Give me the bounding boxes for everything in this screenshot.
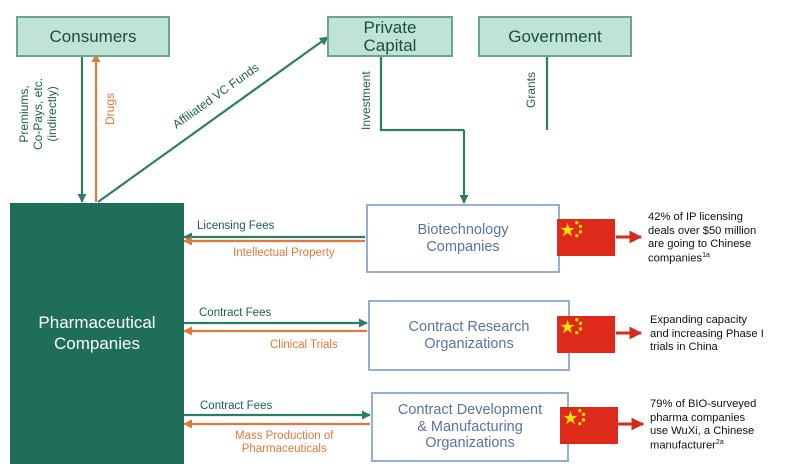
biotech-note-line1: 42% of IP licensing — [648, 211, 743, 223]
biotech-node: Biotechnology Companies — [366, 204, 560, 273]
biotech-label-line2: Companies — [426, 238, 500, 255]
consumers-label: Consumers — [49, 26, 137, 46]
government-label: Government — [508, 26, 602, 46]
cro-node: Contract Research Organizations — [368, 300, 570, 371]
china-flag-icon — [557, 316, 615, 353]
cro-note: Expanding capacity and increasing Phase … — [650, 314, 764, 355]
china-flag-icon — [560, 407, 618, 444]
biotech-note: 42% of IP licensing deals over $50 milli… — [648, 211, 756, 266]
pharma-label-line1: Pharmaceutical — [38, 313, 156, 333]
cro-note-line3: trials in China — [650, 341, 718, 354]
cdmo-label-line3: Organizations — [425, 435, 515, 452]
premiums-label-line3: (indirectly) — [44, 86, 59, 142]
private-capital-label-line1: Private — [363, 17, 417, 37]
cdmo-node: Contract Development & Manufacturing Org… — [371, 392, 569, 462]
clinical-trials-label: Clinical Trials — [270, 339, 338, 351]
private-capital-node: Private Capital — [327, 16, 453, 57]
cro-note-line1: Expanding capacity — [650, 314, 748, 326]
cdmo-note-line4: manufacturer2a — [650, 438, 724, 452]
biotech-note-footnote: 1a — [702, 251, 710, 259]
premiums-label-line2: Co-Pays, etc. — [30, 77, 45, 150]
cdmo-note-footnote: 2a — [715, 438, 724, 446]
consumers-node: Consumers — [16, 16, 170, 57]
pharma-label-line2: Companies — [54, 333, 140, 353]
contract-fees-cdmo-label: Contract Fees — [200, 400, 273, 412]
investment-label: Investment — [359, 71, 373, 130]
cdmo-note-line1: 79% of BIO-surveyed — [650, 398, 757, 410]
pharma-node: Pharmaceutical Companies — [10, 203, 184, 464]
cdmo-label-line1: Contract Development — [397, 401, 543, 418]
cdmo-label-line2: & Manufacturing — [417, 418, 523, 435]
biotech-note-line4: companies1a — [648, 251, 710, 265]
china-flag-icon — [557, 219, 615, 256]
cdmo-note-line3: use WuXi, a Chinese — [650, 425, 755, 438]
mass-production-line1: Mass Production of — [235, 430, 334, 442]
cro-label-line1: Contract Research — [408, 318, 530, 335]
licensing-fees-label: Licensing Fees — [197, 220, 275, 232]
mass-production-line2: Pharmaceuticals — [241, 443, 327, 456]
arrow-investment — [379, 57, 464, 132]
government-node: Government — [478, 16, 632, 57]
cro-note-line2: and increasing Phase I — [650, 327, 764, 340]
biotech-note-line2: deals over $50 million — [648, 224, 757, 237]
premiums-label: Premiums, Co-Pays, etc. (indirectly) — [17, 77, 59, 150]
cdmo-note: 79% of BIO-surveyed pharma companies use… — [650, 398, 756, 453]
cdmo-note-line2: pharma companies — [650, 411, 746, 424]
drugs-label: Drugs — [103, 92, 117, 125]
grants-label: Grants — [524, 71, 538, 108]
arrow-vc-funds — [97, 36, 329, 203]
private-capital-label-line2: Capital — [363, 35, 417, 55]
biotech-note-line3: are going to Chinese — [648, 238, 752, 251]
cro-label-line2: Organizations — [424, 335, 514, 352]
mass-production-label: Mass Production of Pharmaceuticals — [235, 430, 333, 456]
contract-fees-cro-label: Contract Fees — [199, 307, 272, 319]
intellectual-property-label: Intellectual Property — [233, 247, 335, 259]
premiums-label-line1: Premiums, — [17, 85, 31, 143]
biotech-label-line1: Biotechnology — [417, 221, 509, 238]
